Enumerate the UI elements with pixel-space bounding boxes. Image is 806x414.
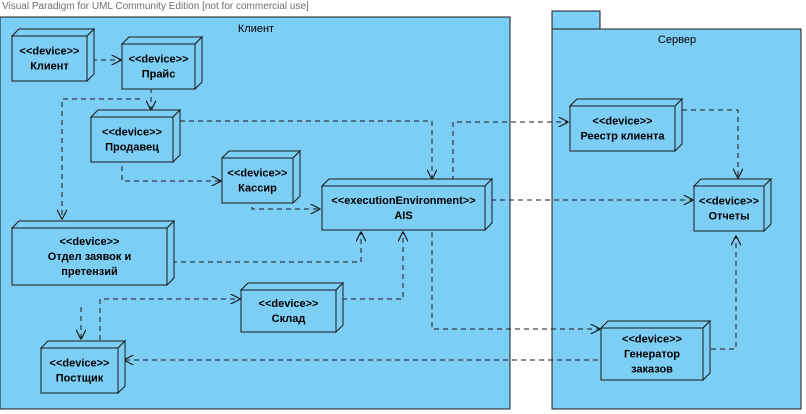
node-name: Продавец bbox=[105, 142, 159, 154]
node-front-face bbox=[11, 227, 168, 286]
node-stereotype: <<device>> bbox=[593, 116, 653, 128]
node-side-face bbox=[117, 339, 126, 395]
node-front-face bbox=[221, 157, 294, 204]
dependencies bbox=[62, 60, 738, 360]
node-stereotype: <<device>> bbox=[622, 334, 682, 346]
node-postavshik[interactable]: <<device>> Постщик bbox=[39, 339, 127, 395]
node-side-face bbox=[674, 97, 683, 153]
node-prodavec[interactable]: <<device>> Продавец bbox=[89, 108, 182, 164]
node-name: Склад bbox=[272, 313, 306, 325]
node-name: Постщик bbox=[56, 373, 104, 385]
node-name: Кассир bbox=[238, 183, 277, 195]
dep-ais-generator bbox=[431, 232, 600, 329]
node-prais[interactable]: <<device>> Прайс bbox=[120, 35, 204, 91]
node-top-face bbox=[320, 178, 494, 187]
node-kassir[interactable]: <<device>> Кассир bbox=[220, 149, 302, 205]
node-front-face bbox=[40, 347, 119, 394]
dep-reestr-otchety bbox=[682, 109, 738, 178]
node-front-face bbox=[321, 185, 486, 231]
node-otdel[interactable]: <<device>> Отдел заявок и претензий bbox=[10, 219, 176, 287]
node-front-face bbox=[240, 289, 337, 333]
dep-ais-reestr bbox=[452, 122, 568, 181]
node-stereotype: <<device>> bbox=[699, 196, 759, 208]
node-name: Отдел заявок и bbox=[48, 251, 131, 263]
node-side-face bbox=[166, 219, 175, 287]
node-top-face bbox=[120, 36, 204, 45]
node-top-face bbox=[10, 28, 96, 37]
node-top-face bbox=[599, 320, 712, 329]
dep-sklad-ais bbox=[342, 232, 403, 300]
node-side-face bbox=[335, 281, 344, 334]
node-side-face bbox=[763, 177, 772, 233]
dep-prodavec-ais bbox=[180, 120, 432, 179]
dep-postavshik-sklad bbox=[99, 299, 240, 340]
node-top-face bbox=[239, 282, 345, 291]
node-name: Реестр клиента bbox=[580, 131, 665, 143]
node-front-face bbox=[569, 105, 676, 152]
node-generator[interactable]: <<device>> Генератор заказов bbox=[599, 319, 712, 382]
node-stereotype: <<device>> bbox=[129, 54, 189, 66]
package-server-label: Сервер bbox=[658, 34, 696, 46]
dep-prodavec-kassir bbox=[121, 157, 221, 181]
node-otchety[interactable]: <<device>> Отчеты bbox=[692, 177, 773, 233]
node-top-face bbox=[39, 340, 127, 349]
node-stereotype: <<executionEnvironment>> bbox=[331, 195, 475, 207]
node-stereotype: <<device>> bbox=[102, 127, 162, 139]
package-client-label: Клиент bbox=[238, 23, 274, 35]
node-stereotype: <<device>> bbox=[20, 46, 80, 58]
node-top-face bbox=[220, 150, 302, 159]
node-stereotype: <<device>> bbox=[259, 298, 319, 310]
node-reestr[interactable]: <<device>> Реестр клиента bbox=[568, 97, 684, 153]
node-sklad[interactable]: <<device>> Склад bbox=[239, 281, 345, 334]
node-top-face bbox=[692, 178, 773, 187]
node-name: Прайс bbox=[142, 69, 176, 81]
node-stereotype: <<device>> bbox=[60, 236, 120, 248]
node-side-face bbox=[484, 177, 493, 232]
nodes: <<device>>Клиент<<device>>Прайс<<device>… bbox=[10, 27, 773, 395]
node-stereotype: <<device>> bbox=[50, 358, 110, 370]
node-name: Отчеты bbox=[708, 211, 749, 223]
node-name: заказов bbox=[631, 364, 673, 376]
node-side-face bbox=[86, 27, 95, 83]
node-klient[interactable]: <<device>> Клиент bbox=[10, 27, 96, 83]
node-side-face bbox=[292, 149, 301, 205]
node-side-face bbox=[702, 319, 711, 382]
node-side-face bbox=[172, 108, 181, 164]
node-ais[interactable]: <<executionEnvironment>> AIS bbox=[320, 177, 494, 232]
node-top-face bbox=[89, 109, 182, 118]
node-front-face bbox=[121, 43, 196, 90]
watermark-text: Visual Paradigm for UML Community Editio… bbox=[2, 1, 309, 12]
node-front-face bbox=[600, 327, 704, 381]
node-side-face bbox=[194, 35, 203, 91]
node-stereotype: <<device>> bbox=[228, 168, 288, 180]
node-name: Генератор bbox=[624, 349, 680, 361]
node-top-face bbox=[10, 220, 176, 229]
node-name: AIS bbox=[394, 210, 412, 222]
dep-prais-otdel bbox=[62, 98, 140, 219]
node-top-face bbox=[568, 98, 684, 107]
node-front-face bbox=[11, 35, 88, 82]
dep-generator-otchety bbox=[711, 236, 736, 350]
node-front-face bbox=[90, 116, 174, 163]
node-name: Клиент bbox=[30, 61, 69, 73]
dep-otdel-ais bbox=[172, 232, 361, 263]
node-name: претензий bbox=[61, 266, 117, 278]
node-front-face bbox=[693, 185, 765, 232]
